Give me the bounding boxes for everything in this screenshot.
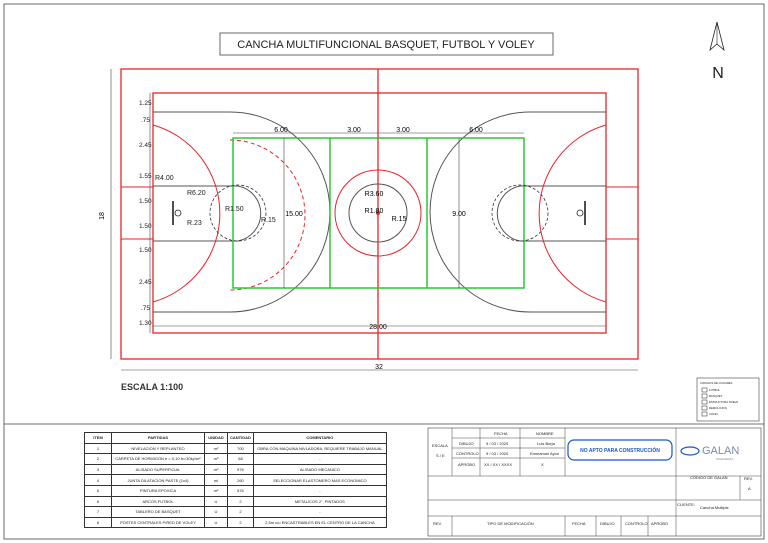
svg-text:VOLEY: VOLEY xyxy=(709,412,718,416)
svg-text:FUTBOL: FUTBOL xyxy=(709,388,720,392)
stamp-text: NO APTO PARA CONSTRUCCIÓN xyxy=(580,446,660,454)
svg-text:REV.: REV. xyxy=(433,521,442,526)
color-legend xyxy=(696,377,760,422)
dim-width: 32 xyxy=(375,364,383,371)
svg-text:Cancha Multiple: Cancha Multiple xyxy=(700,505,729,510)
title-block-grid xyxy=(428,428,761,536)
svg-text:ESCALA: ESCALA xyxy=(432,443,448,448)
svg-text:CODIGOS DE COLORES: CODIGOS DE COLORES xyxy=(700,381,732,385)
svg-text:ESTRUCTURA NUEVA: ESTRUCTURA NUEVA xyxy=(709,400,738,404)
title-box xyxy=(219,32,554,56)
goal-right xyxy=(605,186,639,240)
svg-text:1.50: 1.50 xyxy=(139,247,152,254)
scale-label: ESCALA 1:100 xyxy=(121,382,183,392)
svg-text:TIPO DE MODIFICACIÓN: TIPO DE MODIFICACIÓN xyxy=(487,521,534,526)
svg-text:2.45: 2.45 xyxy=(139,279,152,286)
dim-volley-width: 9.00 xyxy=(452,211,466,218)
company-logo: GALAN INGENIERIA xyxy=(680,445,739,461)
svg-text:1.50: 1.50 xyxy=(139,198,152,205)
goal-left xyxy=(120,186,154,240)
dim-top-1: 6.00 xyxy=(274,127,288,134)
dim-r-inner: R1.80 xyxy=(365,208,384,215)
dim-r-small: R.15 xyxy=(392,216,407,223)
svg-text:1.50: 1.50 xyxy=(139,223,152,230)
svg-text:FECHA: FECHA xyxy=(494,431,508,436)
svg-text:Emmanuel Ayon: Emmanuel Ayon xyxy=(530,451,559,456)
svg-text:Luis Borja: Luis Borja xyxy=(537,441,556,446)
left-dims: 1.25 .75 2.45 1.55 1.50 1.50 1.50 2.45 .… xyxy=(139,100,152,327)
svg-text:CONTROLO: CONTROLO xyxy=(625,521,648,526)
dim-volley-depth: 15.00 xyxy=(285,211,303,218)
svg-text:BASQUET: BASQUET xyxy=(709,394,723,398)
svg-text:DEMOLICION: DEMOLICION xyxy=(709,406,727,410)
stamp xyxy=(567,439,673,461)
svg-text:1.55: 1.55 xyxy=(139,173,152,180)
svg-text:A: A xyxy=(748,486,751,491)
svg-text:CLIENTE:: CLIENTE: xyxy=(677,502,695,507)
svg-text:R.15: R.15 xyxy=(261,217,276,224)
title-block xyxy=(427,427,762,537)
svg-text:FECHA: FECHA xyxy=(572,521,586,526)
north-arrow-icon: N xyxy=(709,21,725,82)
svg-text:DIBUJO: DIBUJO xyxy=(600,521,615,526)
left-radii: R4.00 R6.20 R1.50 R.23 R.15 xyxy=(155,175,276,227)
svg-text:S / E: S / E xyxy=(436,453,445,458)
basketball-lines xyxy=(153,111,606,313)
svg-text:R4.00: R4.00 xyxy=(155,175,174,182)
svg-text:1.25: 1.25 xyxy=(139,100,152,107)
svg-text:R1.50: R1.50 xyxy=(225,206,244,213)
svg-text:R.23: R.23 xyxy=(187,220,202,227)
svg-text:2.45: 2.45 xyxy=(139,142,152,149)
volleyball-court xyxy=(232,137,525,289)
svg-text:DIBUJO: DIBUJO xyxy=(459,441,474,446)
svg-text:CÓDIGO DE GALAN: CÓDIGO DE GALAN xyxy=(690,475,728,480)
svg-text:APROBO: APROBO xyxy=(651,521,668,526)
hoops xyxy=(172,201,586,225)
north-label: N xyxy=(712,65,724,82)
dim-r-outer: R3.60 xyxy=(365,191,384,198)
items-table: ITEM PARTIDAS UNIDAD CANTIDAD COMENTARIO… xyxy=(84,432,387,529)
dim-top-3: 3.00 xyxy=(396,127,410,134)
svg-text:GALAN: GALAN xyxy=(702,445,739,457)
svg-text:9 / 03 / 2020: 9 / 03 / 2020 xyxy=(486,451,509,456)
svg-text:NOMBRE: NOMBRE xyxy=(536,431,554,436)
svg-text:XX / XX / XXXX: XX / XX / XXXX xyxy=(484,462,512,467)
drawing-title: CANCHA MULTIFUNCIONAL BASQUET, FUTBOL Y … xyxy=(237,39,535,51)
sheet-border xyxy=(3,3,765,540)
svg-text:R6.20: R6.20 xyxy=(187,190,206,197)
svg-text:.75: .75 xyxy=(141,117,150,124)
svg-text:INGENIERIA: INGENIERIA xyxy=(716,457,733,461)
svg-text:1.30: 1.30 xyxy=(139,320,152,327)
dimension-lines xyxy=(110,69,638,371)
svg-text:REV.: REV. xyxy=(744,476,753,481)
svg-text:9 / 03 / 2020: 9 / 03 / 2020 xyxy=(486,441,509,446)
svg-text:APROBO: APROBO xyxy=(458,462,475,467)
dim-top-4: 6.00 xyxy=(469,127,483,134)
dim-top-2: 3.00 xyxy=(347,127,361,134)
dim-length: 28.00 xyxy=(369,324,387,331)
table-header-row: ITEM PARTIDAS UNIDAD CANTIDAD COMENTARIO xyxy=(84,432,387,444)
svg-text:.75: .75 xyxy=(141,305,150,312)
dim-height: 18 xyxy=(99,212,106,220)
red-arcs xyxy=(152,124,607,303)
svg-text:CONTROLO: CONTROLO xyxy=(456,451,479,456)
svg-text:X: X xyxy=(541,462,544,467)
